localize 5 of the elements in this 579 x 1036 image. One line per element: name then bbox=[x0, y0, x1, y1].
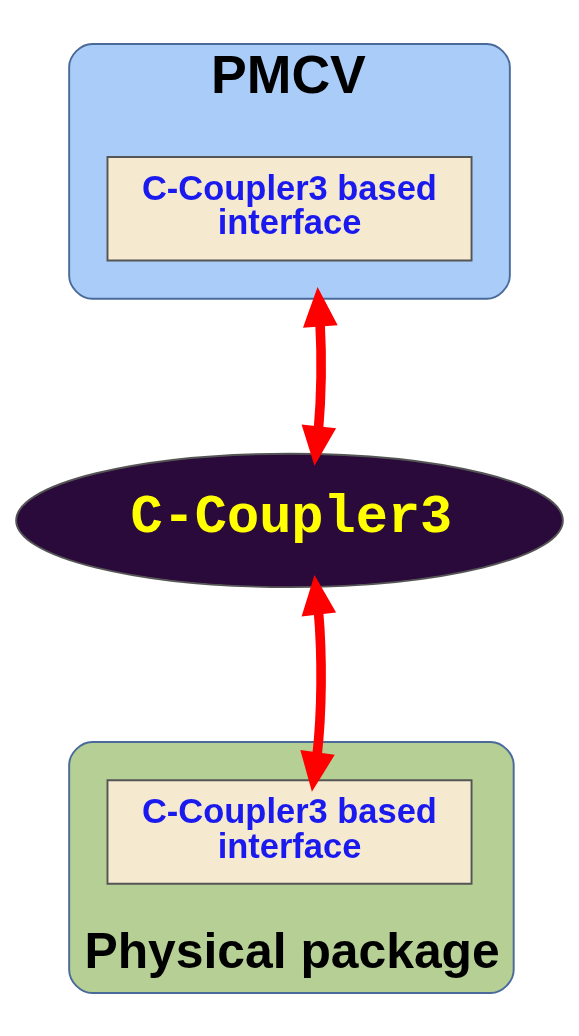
node-ellipse: C-Coupler3 bbox=[15, 452, 564, 588]
arrow bbox=[300, 574, 337, 792]
node-box: C-Coupler3 based interface bbox=[106, 155, 473, 261]
arrow bbox=[301, 286, 338, 466]
node-box: C-Coupler3 based interface bbox=[106, 778, 473, 885]
